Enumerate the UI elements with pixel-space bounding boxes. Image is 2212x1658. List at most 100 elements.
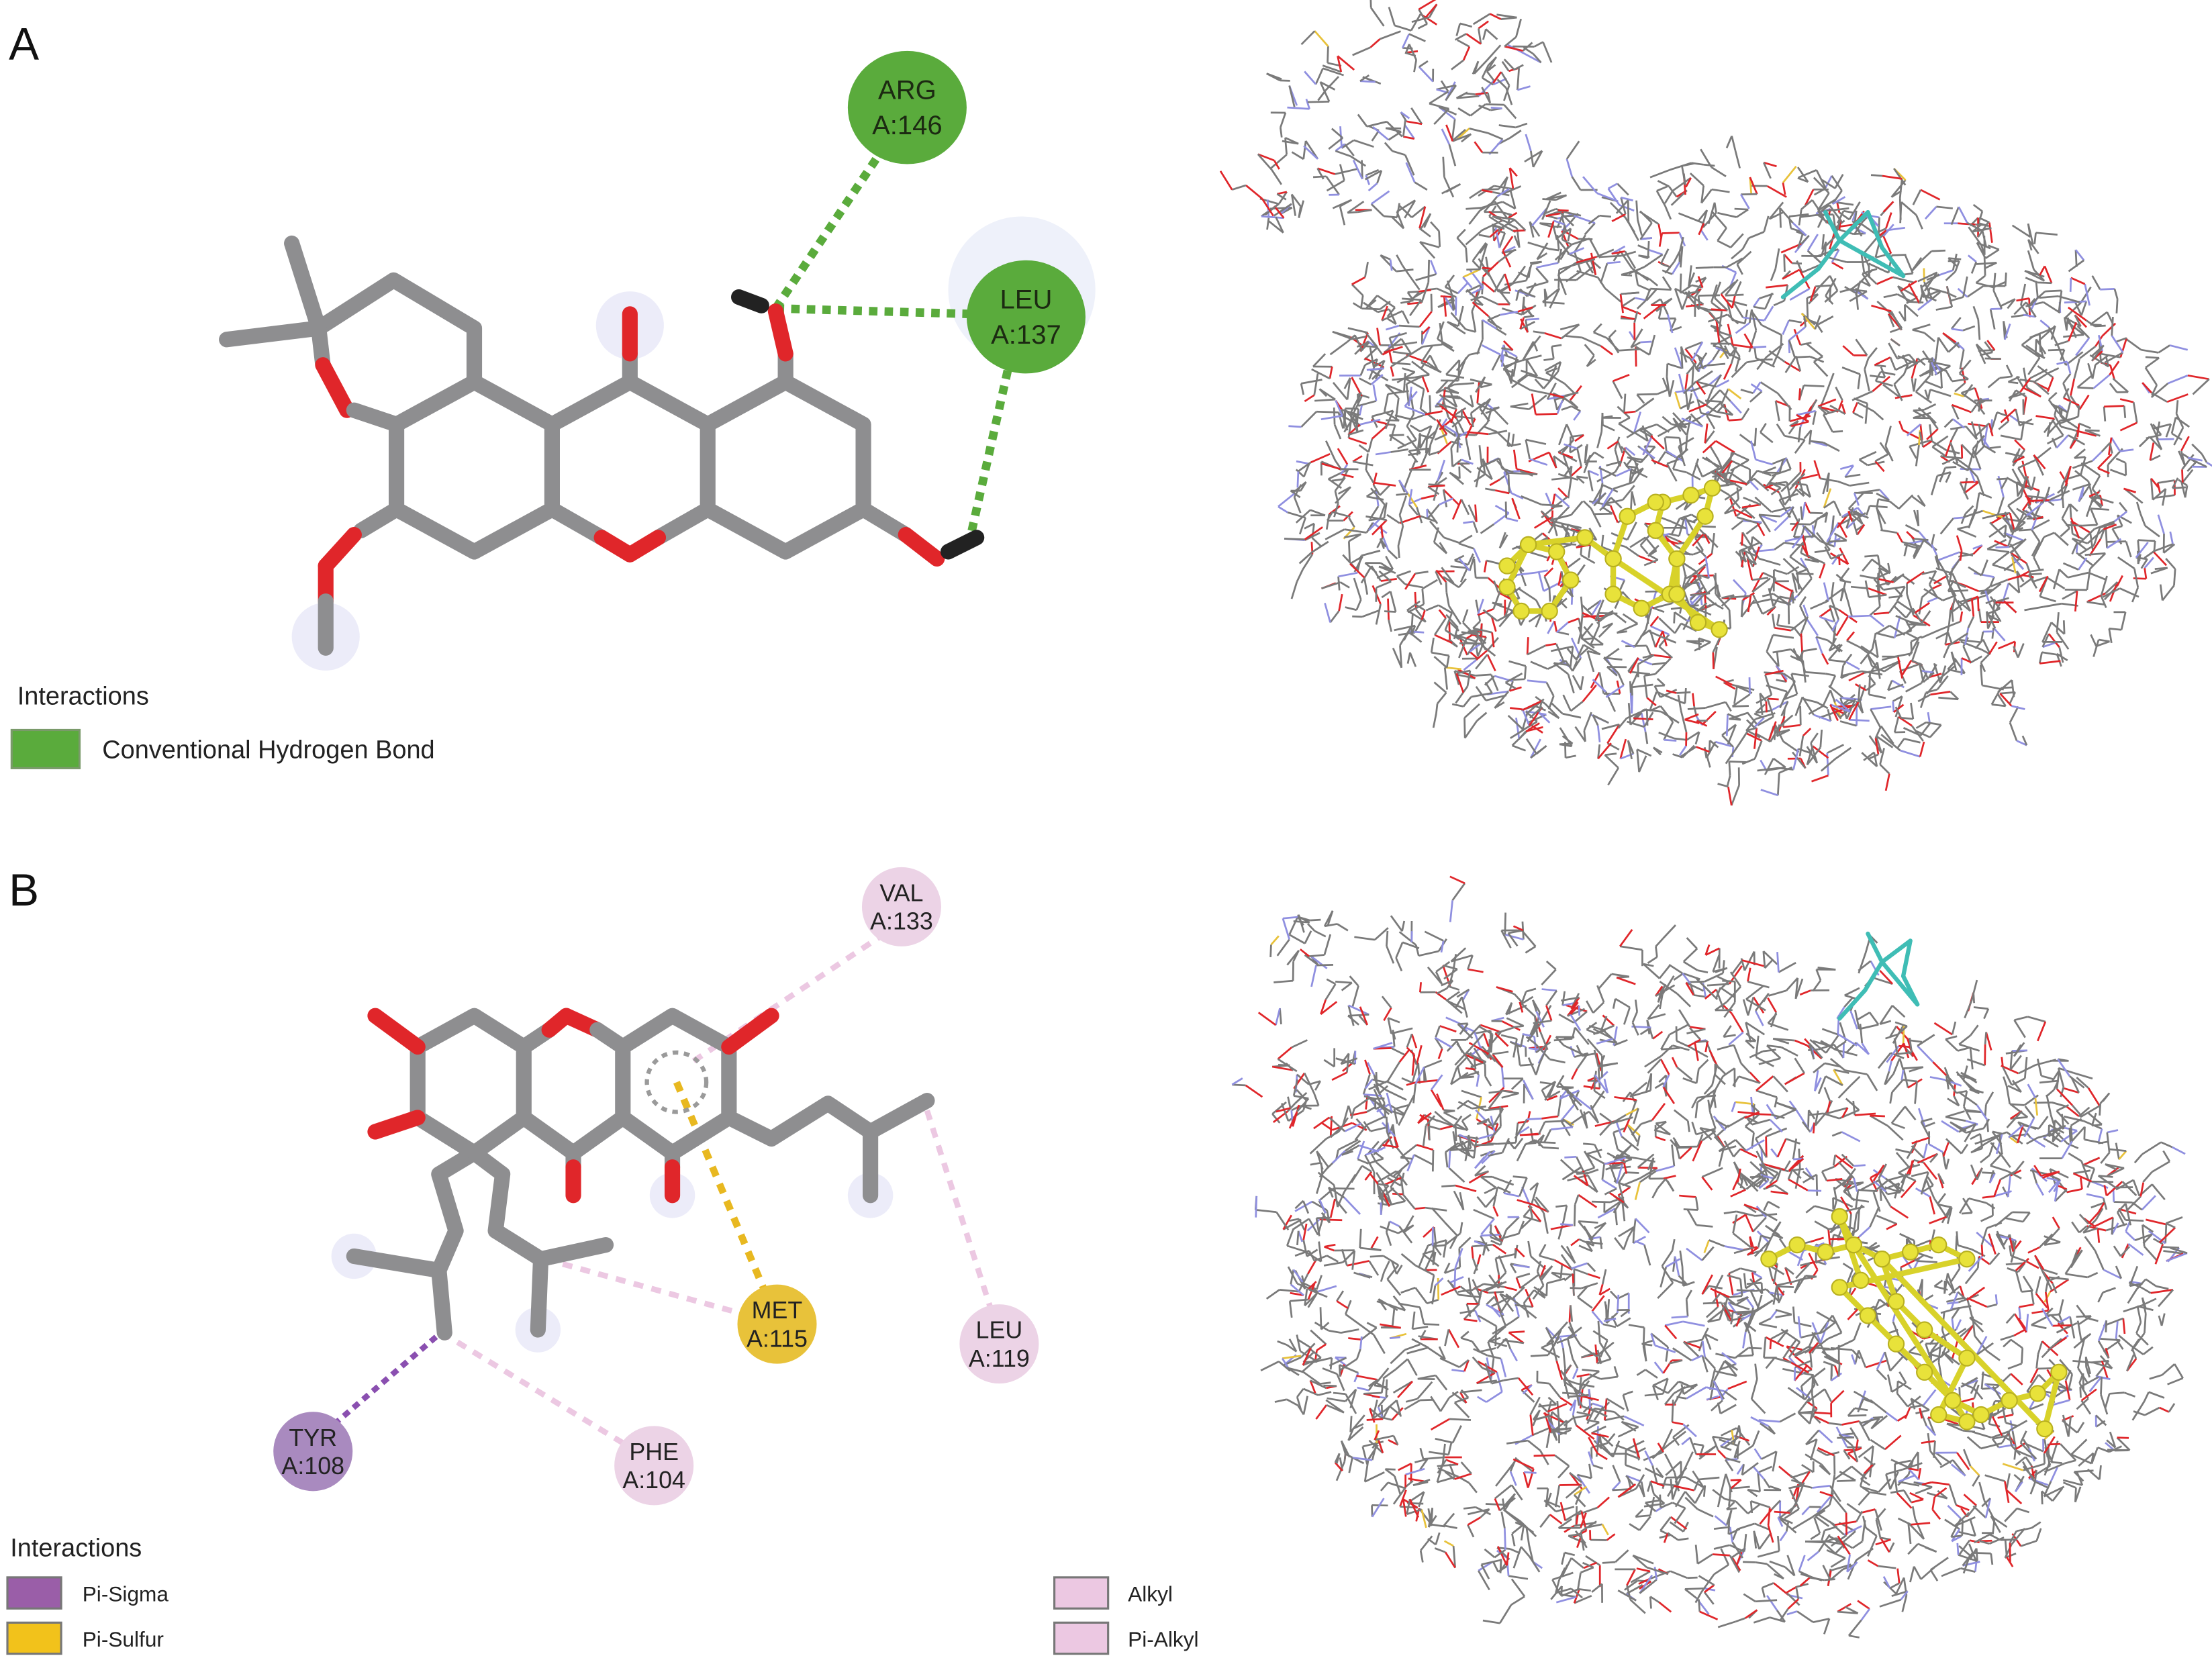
protein-bond: [1507, 714, 1525, 731]
residue-tyr-108[interactable]: TYR A:108: [273, 1412, 353, 1492]
protein-bond: [1302, 553, 1314, 571]
protein-bond: [1469, 128, 1489, 134]
protein-bond: [1476, 1074, 1480, 1087]
protein-bond: [1731, 295, 1736, 309]
protein-bond: [1770, 700, 1788, 712]
protein-bond: [1445, 124, 1454, 142]
protein-bond: [1273, 205, 1285, 219]
protein-bond: [1913, 509, 1920, 527]
residue-met-115[interactable]: MET A:115: [737, 1284, 817, 1364]
residue-phe-104[interactable]: PHE A:104: [614, 1426, 694, 1506]
protein-bond: [2007, 574, 2023, 581]
protein-bond: [1819, 563, 1826, 579]
protein-bond: [1542, 198, 1556, 201]
protein-bond: [1800, 312, 1816, 330]
protein-bond: [1763, 215, 1770, 232]
protein-bond: [1788, 473, 1806, 491]
protein-bond: [1298, 551, 1313, 565]
protein-bond: [1466, 268, 1481, 271]
protein-bond: [1596, 192, 1619, 203]
protein-bond: [1496, 328, 1507, 336]
protein-bond: [1396, 203, 1400, 218]
protein-bond: [1643, 254, 1664, 268]
protein-bond: [2123, 405, 2127, 418]
protein-bond: [1515, 122, 1528, 129]
protein-bond: [1408, 504, 1418, 516]
ligand-atom: [1541, 602, 1558, 620]
protein-bond: [2074, 591, 2078, 612]
protein-bond: [1386, 1061, 1400, 1082]
protein-bond: [1633, 717, 1653, 721]
protein-bond: [2060, 426, 2077, 432]
protein-bond: [1389, 434, 1404, 436]
protein-bond: [1905, 682, 1922, 693]
protein-bond: [1398, 1049, 1410, 1063]
protein-bond: [1720, 403, 1734, 416]
protein-bond: [1380, 254, 1391, 260]
protein-bond: [2157, 479, 2175, 484]
protein-bond: [1754, 496, 1772, 513]
protein-bond: [1986, 1304, 1997, 1308]
protein-bond: [1553, 662, 1570, 667]
protein-bond: [1528, 374, 1551, 382]
residue-val-133[interactable]: VAL A:133: [861, 867, 941, 946]
protein-bond: [1741, 548, 1757, 557]
protein-bond: [1700, 185, 1705, 203]
protein-bond: [1352, 395, 1363, 414]
protein-bond: [1501, 60, 1510, 72]
protein-bond: [1570, 500, 1584, 516]
protein-bond: [1800, 506, 1803, 520]
protein-bond: [1521, 347, 1532, 362]
ligand-atom: [1604, 585, 1622, 603]
protein-bond: [2175, 416, 2191, 428]
protein-bond: [2109, 364, 2116, 381]
residue-leu-137[interactable]: LEU A:137: [966, 260, 1086, 374]
protein-bond: [1968, 226, 1982, 246]
protein-bond: [1967, 616, 1975, 629]
protein-bond: [1408, 452, 1421, 456]
protein-bond: [1525, 726, 1543, 732]
protein-bond: [1860, 574, 1879, 580]
protein-bond: [1400, 111, 1410, 119]
protein-bond: [2074, 249, 2085, 261]
protein-bond: [1774, 248, 1780, 269]
protein-bond: [2144, 1246, 2158, 1261]
protein-bond: [1790, 471, 1802, 483]
protein-bond: [1284, 538, 1305, 540]
protein-bond: [1727, 313, 1739, 325]
protein-bond: [1696, 398, 1702, 413]
protein-bond: [1449, 471, 1461, 479]
protein-bond: [1952, 460, 1969, 472]
protein-bond: [2097, 453, 2113, 469]
protein-bond: [1329, 610, 1340, 624]
protein-bond: [1316, 1275, 1323, 1290]
protein-bond: [1351, 985, 1359, 1008]
protein-bond: [1386, 945, 1395, 964]
protein-bond: [2070, 520, 2091, 534]
protein-bond: [1810, 732, 1819, 744]
protein-bond: [1779, 207, 1782, 228]
protein-bond: [1873, 410, 1884, 421]
protein-bond: [1915, 721, 1927, 729]
protein-bond: [1576, 448, 1582, 467]
protein-bond: [1441, 128, 1451, 145]
protein-bond: [1760, 789, 1778, 797]
protein-bond: [1472, 521, 1479, 534]
protein-bond: [1481, 64, 1490, 79]
protein-bond: [1472, 260, 1482, 271]
protein-bond: [1751, 598, 1771, 605]
residue-arg-146[interactable]: ARG A:146: [847, 50, 967, 164]
protein-bond: [1843, 587, 1849, 603]
protein-bond: [1518, 730, 1527, 740]
protein-bond: [1625, 457, 1633, 467]
residue-leu-119[interactable]: LEU A:119: [959, 1304, 1039, 1384]
protein-bond: [1496, 431, 1513, 448]
protein-bond: [1716, 379, 1730, 388]
protein-bond: [1776, 729, 1790, 737]
protein-bond: [1978, 608, 1982, 622]
protein-bond: [1580, 637, 1595, 649]
protein-bond: [1817, 215, 1825, 228]
protein-bond: [1453, 382, 1474, 386]
protein-bond: [1463, 703, 1480, 719]
protein-bond: [1471, 692, 1492, 698]
